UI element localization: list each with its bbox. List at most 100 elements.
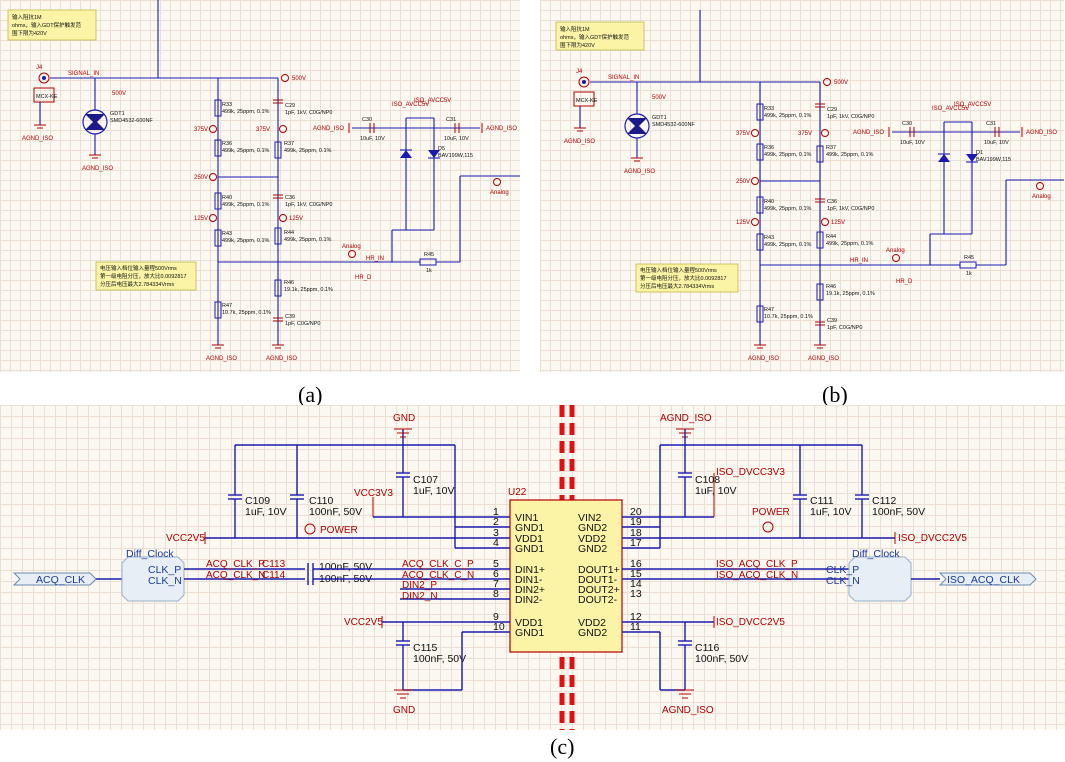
schematic-panel-b: 输入阻抗1M ohms，输入GDT保护触发范 围下限为420V SIGNAL_I… (540, 0, 1064, 372)
net-500v-flag: 500V (292, 76, 306, 82)
agnd-label: AGND_ISO (266, 356, 297, 362)
r44-label: R44 (826, 234, 836, 240)
r46-label: R46 (826, 284, 836, 290)
c116-label: C116 (695, 642, 719, 654)
c112-label: C112 (872, 495, 896, 507)
r33-value: 499k, 25ppm, 0.1% (764, 113, 812, 119)
agnd-label: AGND_ISO (748, 356, 779, 362)
r43-value: 499k, 25ppm, 0.1% (222, 238, 270, 244)
r33-value: 499k, 25ppm, 0.1% (222, 109, 270, 115)
r46-value: 19.1k, 25ppm, 0.1% (284, 287, 333, 293)
iso-acq-clk-port[interactable] (938, 572, 1037, 586)
net-iso-avcc: ISO_AVCC5V (954, 102, 991, 108)
c29-label: C29 (285, 103, 295, 109)
c31-value: 10uF, 10V (984, 140, 1009, 146)
net-iso-acq-clk-p: ISO_ACQ_CLK_P (716, 559, 798, 570)
agnd-label: AGND_ISO (486, 126, 517, 132)
net-acq-clk-c-n: ACQ_CLK_C_N (402, 570, 474, 581)
net-hr-d: HR_D (896, 279, 913, 285)
c109-value: 1uF, 10V (245, 506, 286, 518)
r44-value: 499k, 25ppm, 0.1% (284, 237, 332, 243)
gdt-part-label: SMD4532-600NF (110, 118, 153, 124)
note-line: 分压后电压最大2.784334Vrms (100, 280, 174, 288)
chip-pin-name: GND1 (515, 522, 544, 534)
c116-value: 100nF, 50V (695, 653, 748, 665)
c36-value: 1pF, 1kV, C0G/NP0 (285, 202, 333, 208)
chip-pin-number: 16 (630, 558, 642, 570)
caption-a: (a) (298, 382, 323, 407)
diode-icon (938, 154, 950, 162)
acq-clk-port[interactable] (12, 572, 97, 586)
agnd-label: AGND_ISO (313, 126, 344, 132)
net-iso-avcc: ISO_AVCC5V (414, 98, 451, 104)
c39-value: 1pF, C0G/NP0 (827, 325, 862, 331)
agnd-label: AGND_ISO (853, 130, 884, 136)
r36-value: 499k, 25ppm, 0.1% (764, 152, 812, 158)
schematic-b-drawing: 输入阻抗1M ohms，输入GDT保护触发范 围下限为420V SIGNAL_I… (555, 10, 1064, 362)
chip-pin-name: DOUT1- (578, 574, 618, 586)
clk-p-label: CLK_P (148, 564, 181, 576)
c114-label: C114 (262, 570, 286, 581)
net-125v-right: 125V (289, 216, 303, 222)
connector-part-label: MCX-KE (36, 94, 58, 100)
caption-c: (c) (550, 734, 575, 759)
r43-label: R43 (764, 235, 774, 241)
net-acq-clk-c-p: ACQ_CLK_C_P (402, 559, 474, 570)
chip-pin-number: 6 (493, 568, 499, 580)
chip-pin-name: DIN1- (515, 574, 543, 586)
net-vcc2v5: VCC2V5 (166, 533, 205, 544)
analog-output-label: Analog (1032, 194, 1051, 200)
net-iso-avcc: ISO_AVCC5V (392, 102, 429, 108)
c108-value: 1uF, 10V (695, 485, 736, 497)
c39-label: C39 (827, 318, 837, 324)
net-375v-right: 375V (798, 131, 812, 137)
c111-label: C111 (810, 495, 834, 507)
r46-label: R46 (284, 280, 294, 286)
chip-pin-number: 2 (493, 516, 499, 528)
c110-label: C110 (309, 495, 333, 507)
chip-pin-number: 9 (493, 611, 499, 623)
net-iso-dvcc3v3: ISO_DVCC3V3 (716, 467, 785, 478)
r45-value: 1k (426, 268, 432, 274)
d5-label: D5 (438, 146, 445, 152)
chip-pin-name: DIN2- (515, 594, 543, 606)
chip-pin-name: VDD1 (515, 533, 543, 545)
note-line: 围下限为420V (12, 29, 47, 37)
chip-pin-name: GND2 (578, 522, 607, 534)
r44-label: R44 (284, 230, 294, 236)
net-din2-p: DIN2_P (402, 580, 437, 591)
chip-pin-number: 18 (630, 527, 642, 539)
coax-connector-icon (578, 76, 590, 88)
agnd-iso-label: AGND_ISO (662, 705, 714, 716)
chip-pin-number: 17 (630, 537, 642, 549)
c109-label: C109 (245, 495, 270, 507)
c29-label: C29 (827, 107, 837, 113)
note-line: 第一级电阻分压，放大比0.0092817 (100, 272, 187, 280)
chip-pin-number: 11 (630, 621, 641, 633)
gdt-label: GDT1 (110, 111, 125, 117)
net-250v: 250V (736, 179, 750, 185)
c30-value: 10uF, 10V (360, 136, 385, 142)
r40-label: R40 (764, 199, 774, 205)
r46-value: 19.1k, 25ppm, 0.1% (826, 291, 875, 297)
agnd-label: AGND_ISO (206, 356, 237, 362)
r43-value: 499k, 25ppm, 0.1% (764, 242, 812, 248)
note-line: 电压输入档位输入量程500Vrms (640, 266, 717, 274)
c115-value: 100nF, 50V (413, 653, 466, 665)
chip-pin-name: DIN2+ (515, 584, 545, 596)
net-500v: 500V (652, 95, 666, 101)
agnd-label: AGND_ISO (22, 136, 53, 142)
r45-label: R45 (424, 252, 434, 258)
diode-part: BAV199W,115 (438, 153, 473, 159)
chip-pin-name: DOUT2- (578, 594, 618, 606)
j4-label: J4 (36, 65, 43, 71)
net-125v-right: 125V (831, 220, 845, 226)
c29-value: 1pF, 1kV, C0G/NP0 (285, 110, 333, 116)
net-iso-dvcc2v5-bottom: ISO_DVCC2V5 (716, 617, 785, 628)
r40-value: 499k, 25ppm, 0.1% (764, 206, 812, 212)
c29-value: 1pF, 1kV, C0G/NP0 (827, 114, 875, 120)
c113-value: 100nF, 50V (319, 561, 372, 573)
chip-pin-number: 14 (630, 578, 642, 590)
net-iso-dvcc2v5: ISO_DVCC2V5 (898, 533, 967, 544)
